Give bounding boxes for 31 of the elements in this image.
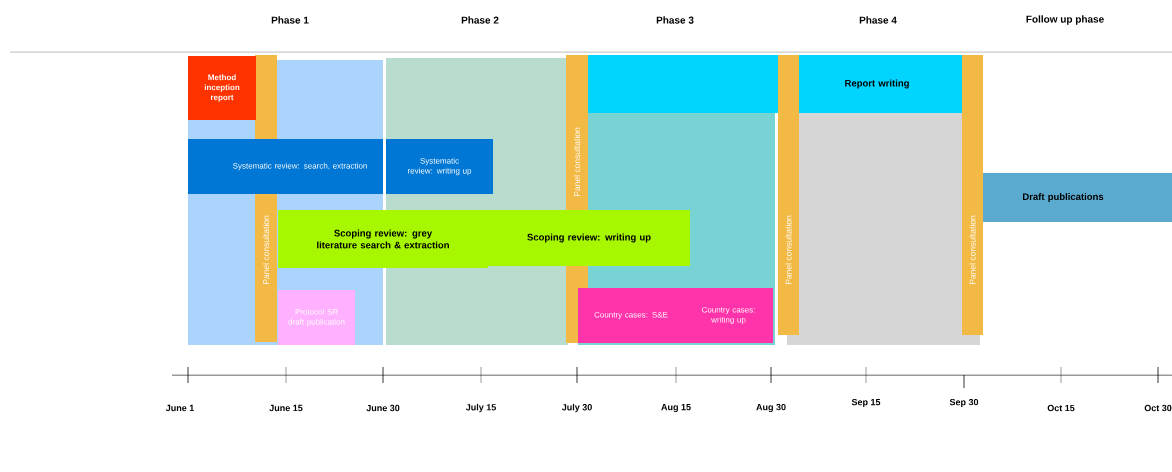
node-label: Scoping review: grey literature search & extraction (317, 229, 449, 249)
task-bar: Country cases: writing up (684, 288, 773, 343)
date-label: Sep 30 (949, 398, 979, 408)
date-label: June 30 (366, 404, 400, 412)
node-label: Country cases: S&E (594, 311, 668, 320)
node-label: Country cases: writing up (702, 306, 755, 325)
date-label: June 1 (165, 404, 194, 412)
phase-heading: Phase 4 (859, 16, 897, 24)
date-label: June 15 (269, 404, 303, 412)
phase-heading: Phase 2 (461, 16, 499, 24)
task-bar: Systematic review: writing up (386, 139, 493, 194)
date-label: Sep 15 (851, 398, 881, 408)
date-label: July 15 (465, 403, 496, 413)
panel-bar: Panel consultation (778, 55, 799, 335)
task-bar: Country cases: S&E (578, 288, 684, 343)
phase-heading: Phase 1 (271, 16, 309, 24)
task-bar: Report writing (588, 55, 980, 113)
task-bar: Protocol SR draft publication (278, 290, 355, 345)
task-bar: Method inception report (188, 56, 256, 120)
panel-bar: Panel consultation (962, 55, 983, 335)
task-bar: Scoping review: grey literature search & extraction (278, 210, 488, 268)
phase-heading: Phase 3 (656, 16, 694, 24)
date-label: Oct 15 (1047, 404, 1075, 412)
date-label: Aug 30 (756, 403, 786, 413)
task-bar: Draft publications (983, 173, 1172, 222)
date-label: Aug 15 (661, 403, 691, 413)
task-bar: Scoping review: writing up (488, 210, 690, 266)
date-label: Oct 30 (1144, 404, 1172, 412)
date-label: July 30 (561, 403, 592, 413)
phase-heading: Follow up phase (1026, 15, 1104, 25)
task-bar: Systematic review: search, extraction (188, 139, 383, 194)
